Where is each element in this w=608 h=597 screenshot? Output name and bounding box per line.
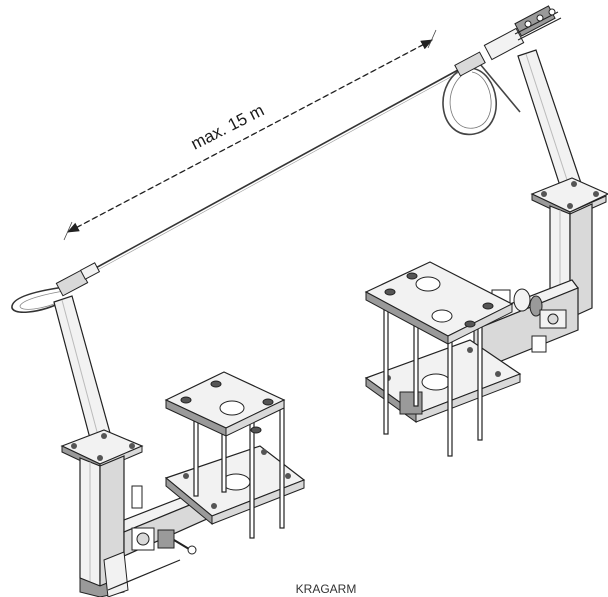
span-label: max. 15 m — [188, 101, 267, 154]
energy-absorber-loop — [442, 63, 521, 135]
post-left — [53, 295, 117, 450]
clamp-plate-lower-left — [164, 445, 306, 526]
clamp-plate-upper-left — [164, 371, 286, 437]
tensioner — [454, 5, 562, 77]
base-plate-right — [530, 177, 608, 219]
base-plate-left — [60, 429, 144, 471]
end-terminal-left — [11, 262, 101, 314]
span-dimension: max. 15 m — [63, 29, 437, 241]
diagram-caption: KRAGARM — [296, 582, 357, 596]
clamp-plate-upper-right — [364, 261, 514, 345]
post-right — [517, 49, 587, 196]
wire-rope — [69, 69, 459, 286]
